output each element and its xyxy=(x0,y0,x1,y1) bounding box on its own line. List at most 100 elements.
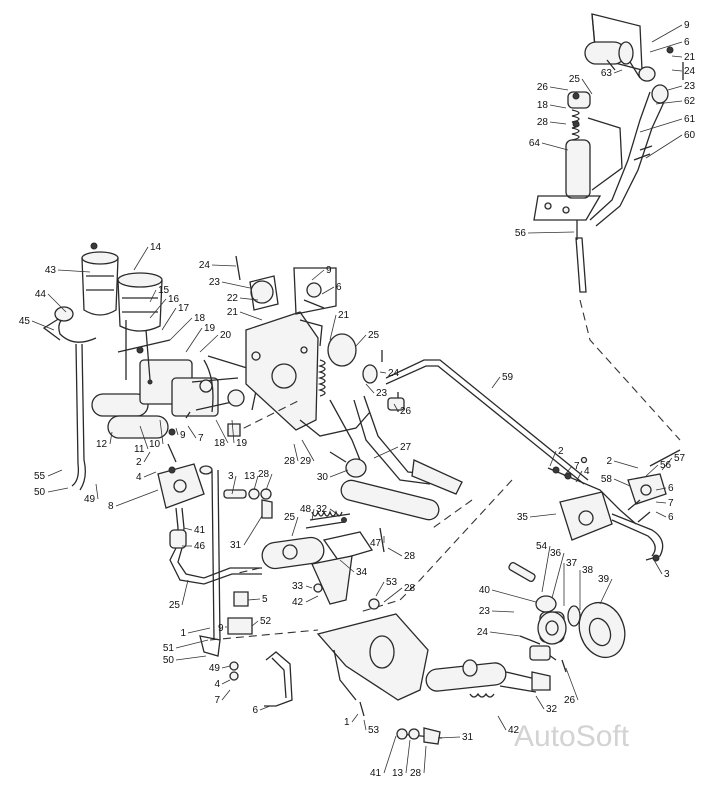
dashed-connection-lines xyxy=(209,299,681,641)
callout-label: 9 xyxy=(326,265,332,276)
leader-line xyxy=(221,281,251,289)
leader-line xyxy=(31,320,55,331)
leader-line xyxy=(489,631,521,637)
callout-label: 64 xyxy=(529,138,541,149)
leader-line xyxy=(387,547,403,557)
leader-line xyxy=(563,465,573,477)
callout-label: 60 xyxy=(684,130,696,141)
leader-line xyxy=(549,450,557,467)
leader-line xyxy=(221,665,231,669)
leader-line xyxy=(383,735,397,774)
leader-line xyxy=(187,627,211,634)
callout-leader-lines xyxy=(31,24,683,774)
callout-label: 1 xyxy=(180,628,186,639)
leader-line xyxy=(175,639,209,649)
leader-line xyxy=(247,598,261,601)
leader-line xyxy=(175,655,207,661)
callout-label: 21 xyxy=(338,310,350,321)
callout-label: 47 xyxy=(370,538,382,549)
leader-line xyxy=(183,527,193,531)
callout-label: 40 xyxy=(479,585,491,596)
callout-label: 7 xyxy=(668,498,674,509)
leader-line xyxy=(363,719,367,731)
callout-label: 32 xyxy=(316,504,328,515)
callout-label: 9 xyxy=(684,20,690,31)
callout-label: 23 xyxy=(376,388,388,399)
leader-line xyxy=(423,745,427,774)
callout-label: 43 xyxy=(45,265,57,276)
right-valve-assemblies xyxy=(547,449,681,562)
callout-label: 1 xyxy=(344,717,350,728)
callout-label: 13 xyxy=(244,471,256,482)
leader-line xyxy=(535,695,545,710)
leader-line xyxy=(491,589,537,603)
callout-label: 2 xyxy=(606,456,612,467)
callout-label: 45 xyxy=(19,316,31,327)
callout-label: 37 xyxy=(566,558,578,569)
callout-label: 33 xyxy=(292,581,304,592)
leader-line xyxy=(383,587,403,603)
leader-line xyxy=(47,469,63,477)
callout-label: 18 xyxy=(537,100,549,111)
callout-label: 7 xyxy=(574,461,580,472)
callout-labels: 9621242363252618286261606456144344451516… xyxy=(19,20,696,779)
leader-line xyxy=(655,511,667,518)
callout-label: 25 xyxy=(169,600,181,611)
callout-label: 49 xyxy=(84,494,96,505)
leader-line xyxy=(301,439,315,462)
leader-line xyxy=(175,427,179,436)
callout-label: 9 xyxy=(218,623,224,634)
callout-label: 52 xyxy=(260,616,272,627)
leader-line xyxy=(329,508,341,517)
pedal-bracket-plate xyxy=(235,255,405,471)
leader-line xyxy=(321,286,335,295)
callout-label: 7 xyxy=(214,695,220,706)
leader-line xyxy=(187,425,197,439)
callout-label: 24 xyxy=(477,627,489,638)
leader-line xyxy=(57,269,91,273)
callout-label: 58 xyxy=(601,474,613,485)
upper-pedal-assembly xyxy=(533,13,684,293)
callout-label: 34 xyxy=(356,567,368,578)
callout-label: 2 xyxy=(558,446,564,457)
leader-line xyxy=(231,419,235,444)
leader-line xyxy=(671,55,683,58)
callout-label: 61 xyxy=(684,114,696,125)
leader-line xyxy=(365,383,375,394)
callout-label: 31 xyxy=(462,732,474,743)
callout-label: 6 xyxy=(684,37,690,48)
leader-line xyxy=(143,451,151,463)
callout-label: 4 xyxy=(136,472,142,483)
callout-label: 19 xyxy=(204,323,216,334)
leader-line xyxy=(549,121,567,125)
leader-line xyxy=(311,508,315,521)
leader-line xyxy=(143,471,157,478)
callout-label: 29 xyxy=(300,456,312,467)
leader-line xyxy=(329,469,349,478)
callout-label: 23 xyxy=(684,81,696,92)
callout-label: 14 xyxy=(150,242,162,253)
callout-label: 53 xyxy=(368,725,380,736)
leader-line xyxy=(95,483,99,500)
callout-label: 30 xyxy=(317,472,329,483)
leader-line xyxy=(529,513,557,518)
callout-label: 4 xyxy=(584,466,590,477)
brake-rod xyxy=(385,359,589,485)
leader-line xyxy=(221,679,231,685)
leader-line xyxy=(541,142,569,151)
leader-line xyxy=(181,579,189,606)
leader-line xyxy=(311,269,325,281)
leader-line xyxy=(581,78,593,95)
center-slave-cylinder xyxy=(261,510,385,605)
leader-line xyxy=(653,559,663,575)
callout-label: 17 xyxy=(178,303,190,314)
callout-label: 50 xyxy=(34,487,46,498)
callout-label: 62 xyxy=(684,96,696,107)
callout-label: 25 xyxy=(569,74,581,85)
leader-line xyxy=(373,446,399,459)
leader-line xyxy=(541,545,551,593)
watermark: AutoSoft xyxy=(514,720,630,753)
callout-label: 24 xyxy=(199,260,211,271)
leader-line xyxy=(613,478,631,487)
